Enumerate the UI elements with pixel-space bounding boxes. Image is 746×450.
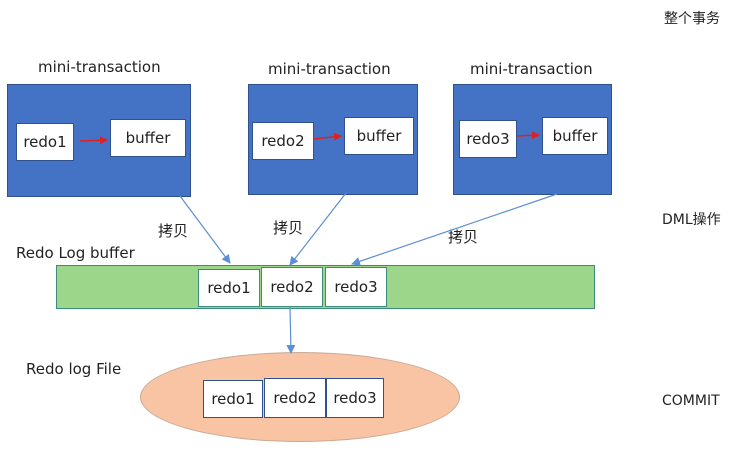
- file-cell-redo1: redo1: [203, 380, 263, 418]
- mini-transaction-box-3: redo3 buffer: [453, 84, 612, 195]
- mini-transaction-box-2: redo2 buffer: [248, 84, 418, 195]
- copy-arrow-2: [289, 192, 347, 266]
- redo-log-file-label: Redo log File: [26, 360, 122, 378]
- mt2-redo-box: redo2: [252, 122, 314, 160]
- mt3-redo-to-buffer-arrow: [516, 131, 540, 140]
- mt1-buffer-box: buffer: [110, 119, 186, 157]
- file-cell-redo3: redo3: [326, 378, 384, 418]
- redo-log-buffer-label: Redo Log buffer: [16, 244, 135, 262]
- commit-label: COMMIT: [662, 393, 720, 409]
- mini-transaction-box-1: redo1 buffer: [7, 84, 191, 197]
- whole-transaction-label: 整个事务: [664, 11, 720, 27]
- buffer-cell-redo3: redo3: [325, 267, 387, 307]
- copy-arrow-1: [179, 195, 231, 264]
- mini-transaction-title-3: mini-transaction: [470, 60, 593, 78]
- mt1-redo-to-buffer-arrow: [79, 136, 108, 145]
- copy-label-1: 拷贝: [158, 222, 189, 240]
- mini-transaction-title-2: mini-transaction: [268, 60, 391, 78]
- mt2-buffer-box: buffer: [344, 117, 414, 155]
- mt1-redo-box: redo1: [16, 123, 74, 161]
- copy-label-3: 拷贝: [448, 228, 479, 246]
- mt2-redo-to-buffer-arrow: [312, 132, 342, 141]
- buffer-cell-redo2: redo2: [261, 267, 323, 307]
- mt3-buffer-box: buffer: [542, 117, 608, 155]
- file-cell-redo2: redo2: [264, 378, 326, 418]
- flush-arrow: [286, 306, 296, 354]
- dml-label: DML操作: [662, 212, 721, 228]
- mt3-redo-box: redo3: [459, 120, 517, 158]
- mini-transaction-title-1: mini-transaction: [38, 58, 161, 76]
- copy-label-2: 拷贝: [273, 219, 304, 237]
- copy-arrow-3: [351, 193, 558, 266]
- buffer-cell-redo1: redo1: [198, 269, 260, 307]
